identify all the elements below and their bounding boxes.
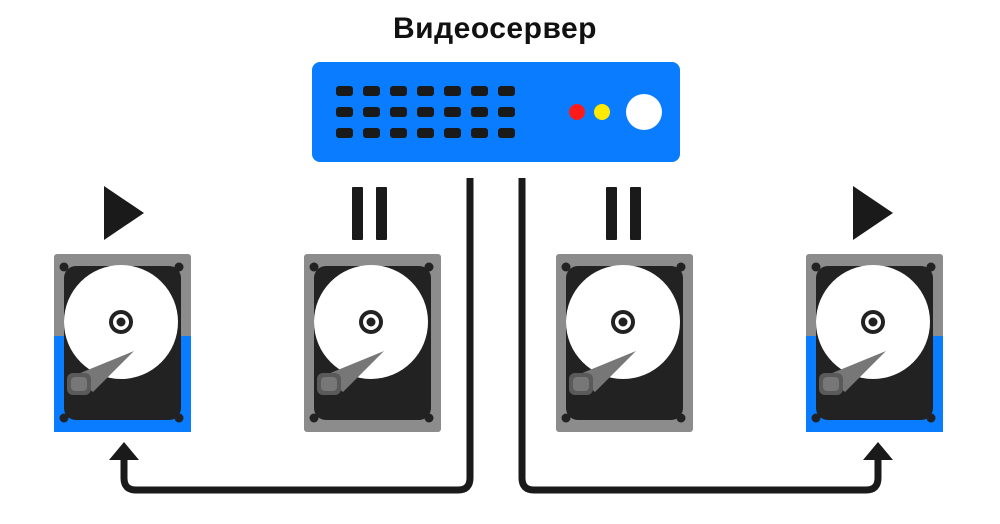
vent-slot: [390, 86, 407, 96]
actuator-pivot-inner: [71, 377, 87, 391]
screw-icon: [561, 413, 571, 423]
screw-icon: [309, 262, 319, 272]
yellow-led-icon: [594, 104, 610, 120]
hard-drive-3: [556, 254, 693, 432]
vent-slot: [336, 107, 353, 117]
hard-drive-1: [54, 254, 191, 432]
cable-right: [518, 178, 882, 494]
vent-slot: [363, 128, 380, 138]
screw-icon: [309, 413, 319, 423]
spindle-center: [366, 317, 376, 327]
spindle-center: [618, 317, 628, 327]
screw-icon: [676, 413, 686, 423]
vent-slot: [390, 128, 407, 138]
vent-slot: [471, 86, 488, 96]
power-button-icon: [626, 94, 662, 130]
screw-icon: [174, 413, 184, 423]
spindle-center: [868, 317, 878, 327]
vent-slot: [444, 86, 461, 96]
actuator-pivot-inner: [573, 377, 589, 391]
play-icon: [104, 186, 144, 240]
actuator-pivot-inner: [823, 377, 839, 391]
screw-icon: [561, 262, 571, 272]
screw-icon: [174, 262, 184, 272]
vent-slot: [444, 128, 461, 138]
pause-icon: [606, 187, 641, 240]
vent-slot: [471, 107, 488, 117]
vent-slot: [498, 128, 515, 138]
screw-icon: [424, 262, 434, 272]
screw-icon: [926, 262, 936, 272]
screw-icon: [926, 413, 936, 423]
screw-icon: [424, 413, 434, 423]
arrow-up-right-icon: [863, 442, 893, 460]
screw-icon: [811, 262, 821, 272]
hard-drive-2: [304, 254, 441, 432]
cable-left: [120, 178, 474, 494]
hard-drive-4: [806, 254, 943, 432]
vent-slot: [417, 86, 434, 96]
server-vent-slots: [336, 86, 515, 138]
hard-drives: [54, 254, 943, 432]
screw-icon: [59, 413, 69, 423]
vent-slot: [390, 107, 407, 117]
vent-slot: [363, 86, 380, 96]
actuator-pivot-inner: [321, 377, 337, 391]
vent-slot: [363, 107, 380, 117]
screw-icon: [676, 262, 686, 272]
diagram-title: Видеосервер: [392, 12, 597, 45]
vent-slot: [498, 86, 515, 96]
red-led-icon: [569, 104, 585, 120]
spindle-center: [116, 317, 126, 327]
screw-icon: [811, 413, 821, 423]
vent-slot: [417, 107, 434, 117]
vent-slot: [417, 128, 434, 138]
vent-slot: [444, 107, 461, 117]
video-server: [312, 62, 680, 162]
vent-slot: [336, 128, 353, 138]
arrow-up-left-icon: [109, 442, 139, 460]
vent-slot: [471, 128, 488, 138]
pause-icon: [352, 187, 387, 240]
play-icon: [853, 186, 893, 240]
vent-slot: [498, 107, 515, 117]
screw-icon: [59, 262, 69, 272]
vent-slot: [336, 86, 353, 96]
